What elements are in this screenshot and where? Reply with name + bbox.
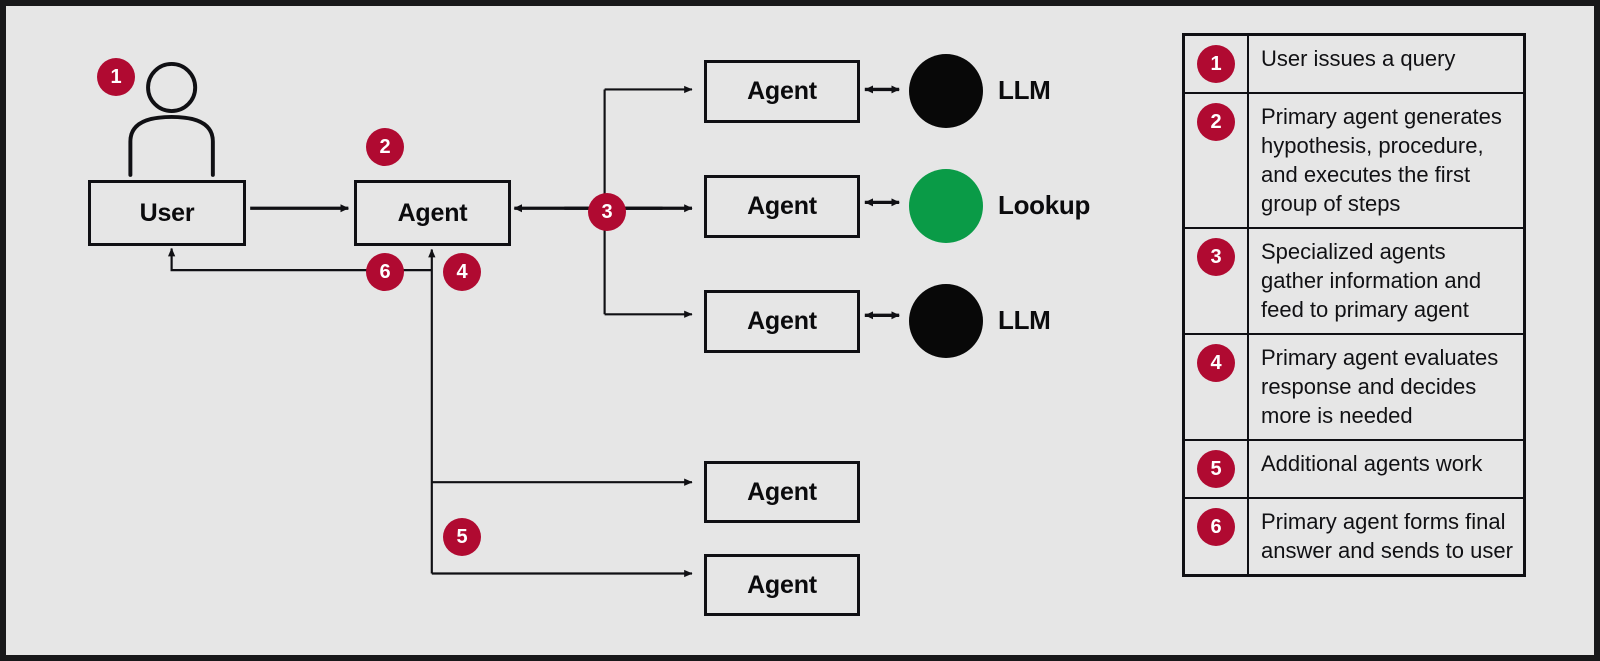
llm-label-1: LLM	[998, 75, 1051, 105]
step-badge-4[interactable]: 4	[443, 253, 481, 291]
legend-text-4: Primary agent evaluates response and dec…	[1261, 345, 1499, 429]
legend-row[interactable]: 4 Primary agent evaluates response and d…	[1185, 335, 1523, 442]
node-additional-agent-1-label: Agent	[747, 477, 817, 506]
legend-row[interactable]: 6 Primary agent forms final answer and s…	[1185, 499, 1523, 575]
node-primary-agent-label: Agent	[397, 198, 468, 227]
legend-table: 1 User issues a query 2 Primary agent ge…	[1182, 33, 1526, 578]
node-specialist-agent-2[interactable]: Agent	[704, 175, 860, 238]
legend-text-1: User issues a query	[1261, 46, 1456, 71]
legend-number-cell: 1	[1185, 36, 1249, 92]
legend-badge-1: 1	[1197, 45, 1235, 83]
node-additional-agent-2-label: Agent	[747, 570, 817, 599]
llm-circle-1	[909, 54, 983, 128]
legend-number-cell: 6	[1185, 499, 1249, 575]
legend-row[interactable]: 5 Additional agents work	[1185, 441, 1523, 500]
legend-badge-4: 4	[1197, 344, 1235, 383]
legend-row[interactable]: 1 User issues a query	[1185, 36, 1523, 94]
legend-row[interactable]: 3 Specialized agents gather information …	[1185, 229, 1523, 336]
legend-number-cell: 5	[1185, 441, 1249, 498]
node-additional-agent-2[interactable]: Agent	[704, 554, 860, 616]
user-avatar-icon	[128, 61, 215, 177]
node-specialist-agent-3[interactable]: Agent	[704, 290, 860, 353]
legend-badge-6: 6	[1197, 508, 1235, 547]
legend-badge-2: 2	[1197, 103, 1235, 141]
connector-agent-to-specialists	[564, 85, 693, 318]
legend-text-6: Primary agent forms final answer and sen…	[1261, 509, 1513, 564]
connector-agent-to-user-final	[167, 247, 432, 272]
lookup-label: Lookup	[998, 190, 1091, 220]
legend-number-cell: 2	[1185, 94, 1249, 228]
step-badge-1[interactable]: 1	[97, 58, 135, 96]
legend-text-2: Primary agent generates hypothesis, proc…	[1261, 104, 1502, 217]
node-primary-agent[interactable]: Agent	[354, 180, 511, 246]
connector-layer	[128, 61, 900, 578]
node-additional-agent-1[interactable]: Agent	[704, 461, 860, 523]
node-specialist-agent-3-label: Agent	[747, 307, 817, 335]
legend-badge-3: 3	[1197, 238, 1235, 277]
llm-circle-2	[909, 284, 983, 358]
node-user-label: User	[139, 198, 195, 227]
node-specialist-agent-2-label: Agent	[747, 192, 817, 220]
node-user[interactable]: User	[88, 180, 246, 246]
llm-label-2: LLM	[998, 305, 1051, 335]
lookup-circle	[909, 169, 983, 243]
legend-number-cell: 4	[1185, 335, 1249, 440]
step-badge-3[interactable]: 3	[588, 193, 626, 231]
step-badge-5[interactable]: 5	[443, 518, 481, 556]
legend-row[interactable]: 2 Primary agent generates hypothesis, pr…	[1185, 94, 1523, 230]
connector-additional-agents-to-agent	[428, 248, 693, 578]
legend-badge-5: 5	[1197, 450, 1235, 489]
legend-text-3: Specialized agents gather information an…	[1261, 239, 1482, 323]
legend-text-5: Additional agents work	[1261, 451, 1483, 477]
node-specialist-agent-1-label: Agent	[747, 77, 817, 105]
step-badge-2[interactable]: 2	[366, 128, 404, 166]
legend-number-cell: 3	[1185, 229, 1249, 334]
step-badge-6[interactable]: 6	[366, 253, 404, 291]
node-specialist-agent-1[interactable]: Agent	[704, 60, 860, 123]
